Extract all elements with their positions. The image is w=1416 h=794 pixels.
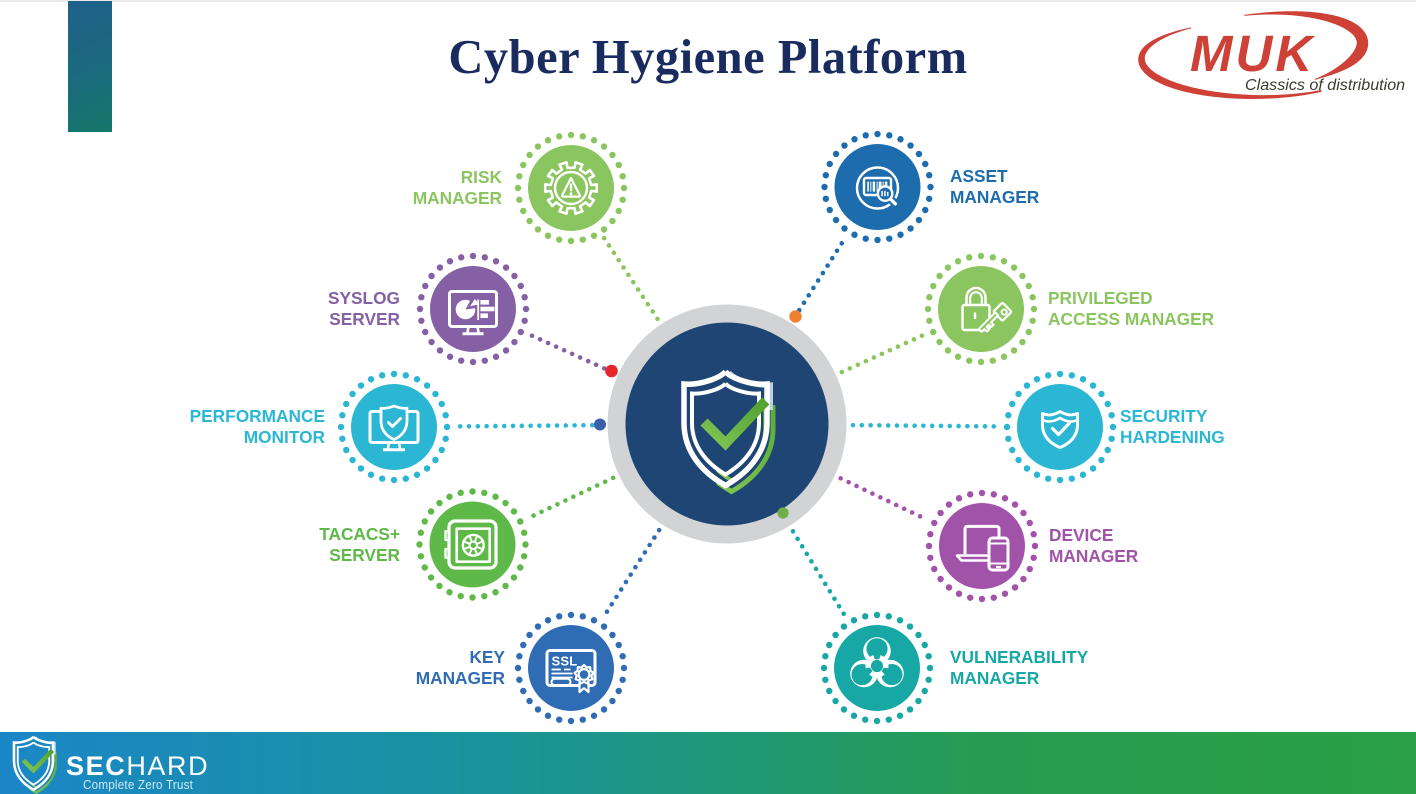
svg-text:SSL: SSL [552,654,578,669]
